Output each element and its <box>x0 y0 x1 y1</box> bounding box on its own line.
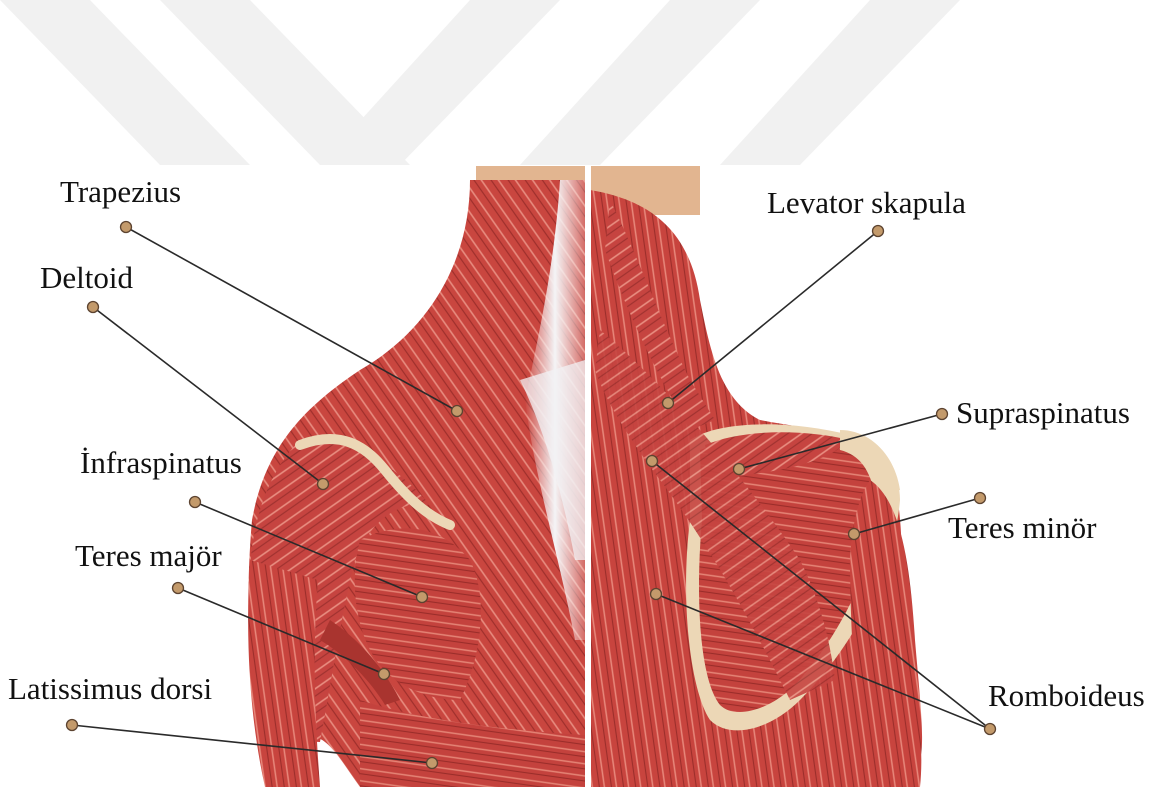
label-infraspinatus: İnfraspinatus <box>80 447 242 478</box>
romboideus-marker-outer <box>985 724 996 735</box>
label-supraspinatus: Supraspinatus <box>956 397 1130 428</box>
right-back-deep <box>590 166 922 787</box>
label-levator-skapula: Levator skapula <box>767 187 966 218</box>
deltoid-marker-inner <box>318 479 329 490</box>
teres-minor-marker-outer <box>975 493 986 504</box>
supraspinatus-marker-outer <box>937 409 948 420</box>
trapezius-leader <box>126 227 457 411</box>
label-romboideus: Romboideus <box>988 680 1145 711</box>
romboideus-marker-inner-b <box>651 589 662 600</box>
romboideus-marker-inner-a <box>647 456 658 467</box>
trapezius-marker-outer <box>121 222 132 233</box>
teres-major-marker-outer <box>173 583 184 594</box>
label-teres-major: Teres majör <box>75 540 222 571</box>
levator-marker-outer <box>873 226 884 237</box>
teres-minor-marker-inner <box>849 529 860 540</box>
latissimus-marker-outer <box>67 720 78 731</box>
label-teres-minor: Teres minör <box>948 512 1096 543</box>
levator-marker-inner <box>663 398 674 409</box>
left-back-superficial <box>248 166 588 787</box>
label-trapezius: Trapezius <box>60 176 181 207</box>
latissimus-marker-inner <box>427 758 438 769</box>
trapezius-marker-inner <box>452 406 463 417</box>
deltoid-marker-outer <box>88 302 99 313</box>
teres-major-marker-inner <box>379 669 390 680</box>
infraspinatus-marker-inner <box>417 592 428 603</box>
supraspinatus-marker-inner <box>734 464 745 475</box>
label-deltoid: Deltoid <box>40 262 133 293</box>
infraspinatus-marker-outer <box>190 497 201 508</box>
watermark <box>0 0 960 165</box>
label-latissimus-dorsi: Latissimus dorsi <box>8 673 212 704</box>
